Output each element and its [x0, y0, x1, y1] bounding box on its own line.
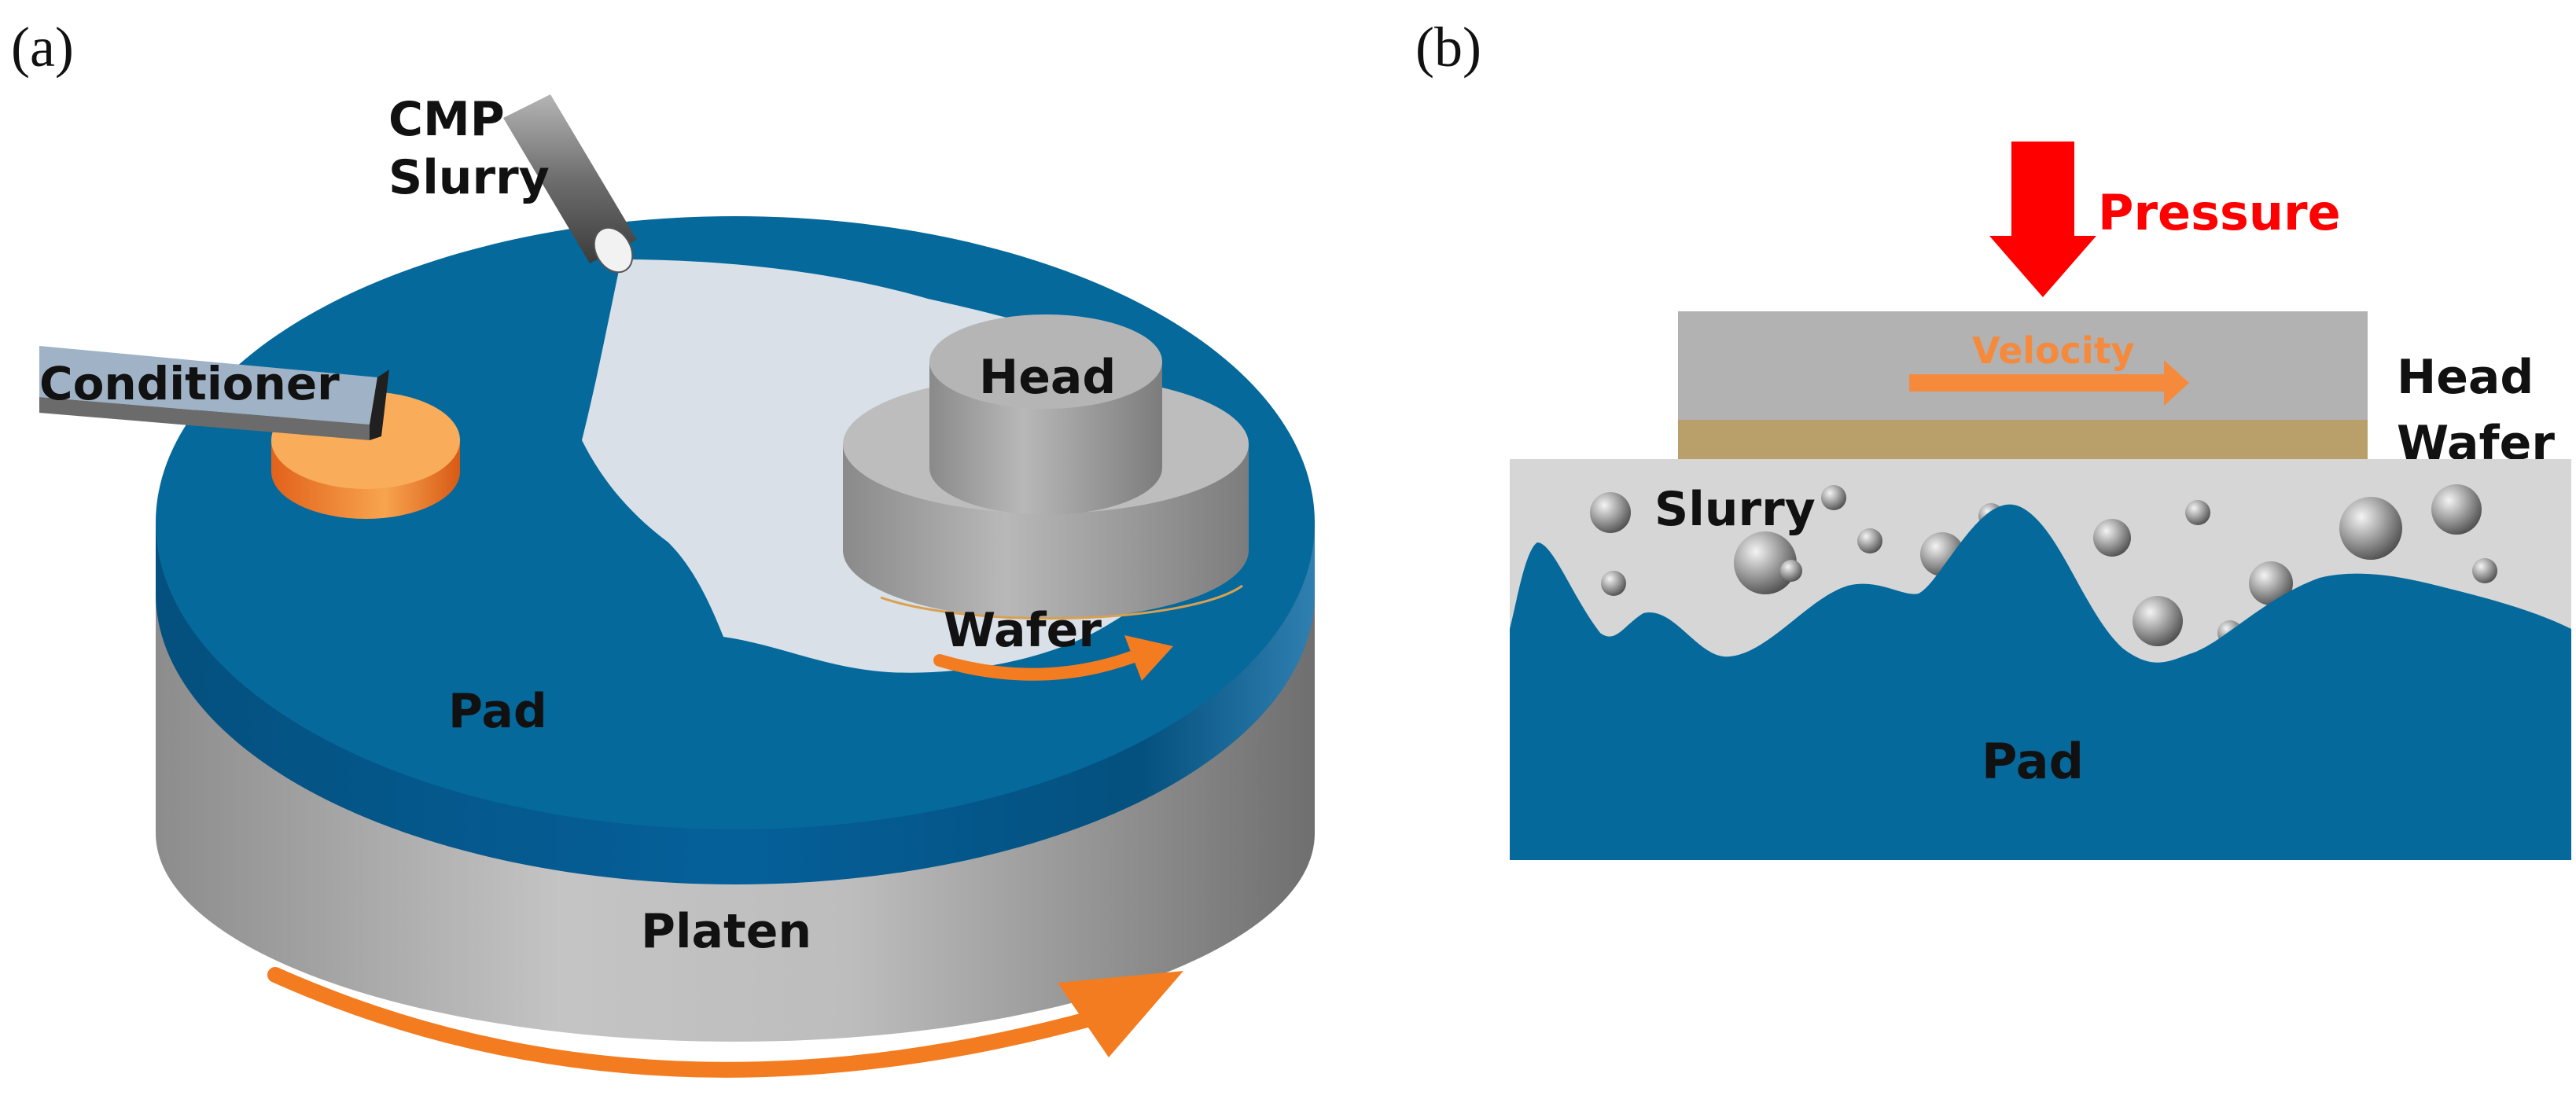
panel-b: (b) Pressure Velocity Head Wafer [1415, 16, 2571, 860]
head-label-a: Head [979, 350, 1116, 405]
pad-label-b: Pad [1982, 733, 2084, 790]
pad-label-a: Pad [448, 684, 547, 739]
carrier-head [843, 314, 1249, 620]
panel-a-label: (a) [11, 16, 74, 79]
head-label-b: Head [2397, 350, 2534, 405]
conditioner [39, 346, 460, 519]
head-block [1678, 311, 2368, 420]
velocity-label: Velocity [1972, 329, 2135, 372]
conditioner-label: Conditioner [39, 357, 340, 410]
cmp-label: CMP [388, 92, 505, 147]
curved-arrow-icon [933, 646, 1150, 681]
right-arrow-icon [1909, 360, 2189, 406]
panel-a: (a) CMP Slurry Conditioner [11, 16, 1315, 1078]
slurry-label-a: Slurry [388, 150, 550, 205]
pad-surface [1510, 504, 2571, 860]
curved-arrow-icon-head [1058, 971, 1183, 1057]
abrasive-particles [1590, 484, 2497, 646]
slurry-nozzle [503, 94, 637, 274]
down-arrow-icon [1989, 142, 2096, 297]
slurry-label-b: Slurry [1654, 482, 1816, 537]
wafer-label-a: Wafer [944, 603, 1102, 658]
wafer-layer [1678, 420, 2368, 459]
curved-arrow-icon-head [1124, 635, 1173, 681]
pressure-label: Pressure [2098, 184, 2341, 241]
panel-b-label: (b) [1415, 16, 1481, 79]
curved-arrow-icon [267, 967, 1101, 1078]
platen-label: Platen [641, 904, 811, 959]
